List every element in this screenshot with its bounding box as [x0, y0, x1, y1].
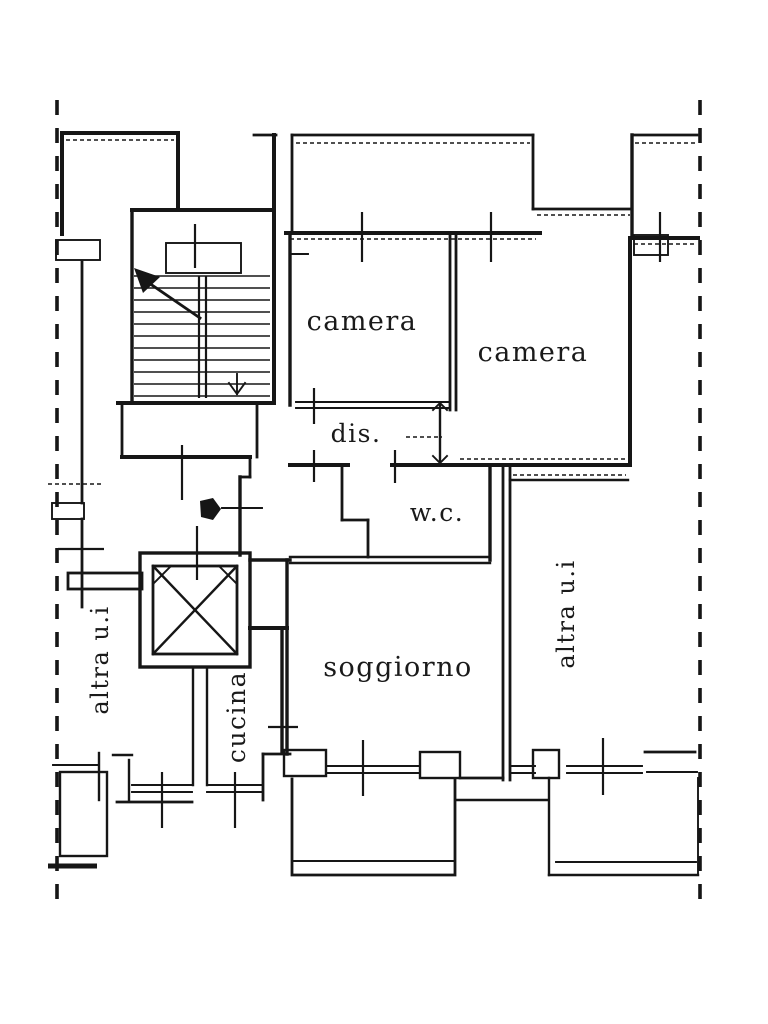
stairs-direction-arrow-icon	[134, 268, 247, 396]
elevator	[138, 526, 292, 669]
room-label-altra-ui-right: altra u.i	[552, 559, 580, 668]
room-label-altra-ui-left: altra u.i	[86, 605, 114, 714]
room-wc: w.c.	[288, 463, 492, 565]
bottom-center-balcony	[282, 740, 462, 877]
door-partition-symbol	[406, 401, 449, 465]
room-altra-ui-right: altra u.i	[508, 474, 630, 669]
room-label-camera-right: camera	[478, 337, 589, 368]
room-soggiorno: soggiorno	[285, 465, 512, 782]
room-label-cucina: cucina	[222, 671, 251, 763]
entrance-door-marker	[200, 498, 221, 520]
spine-wall	[288, 450, 632, 483]
room-label-camera-top: camera	[307, 306, 418, 337]
room-camera-right: camera	[478, 212, 700, 465]
bottom-left-balcony	[48, 751, 194, 869]
stair-steps	[134, 275, 270, 397]
room-dis: dis.	[331, 419, 382, 448]
top-facade-balconies	[290, 133, 699, 240]
room-altra-ui-left: altra u.i	[86, 605, 114, 714]
room-label-dis: dis.	[331, 419, 382, 448]
room-camera-top: camera	[284, 212, 542, 424]
stairwell	[116, 133, 276, 405]
room-label-soggiorno: soggiorno	[323, 652, 473, 683]
room-cucina: cucina	[191, 626, 298, 828]
adjacent-unit-left-walls	[48, 131, 278, 609]
bottom-right-balcony	[455, 738, 700, 877]
entrance-hall-walls	[120, 401, 263, 557]
room-label-wc: w.c.	[410, 498, 464, 527]
